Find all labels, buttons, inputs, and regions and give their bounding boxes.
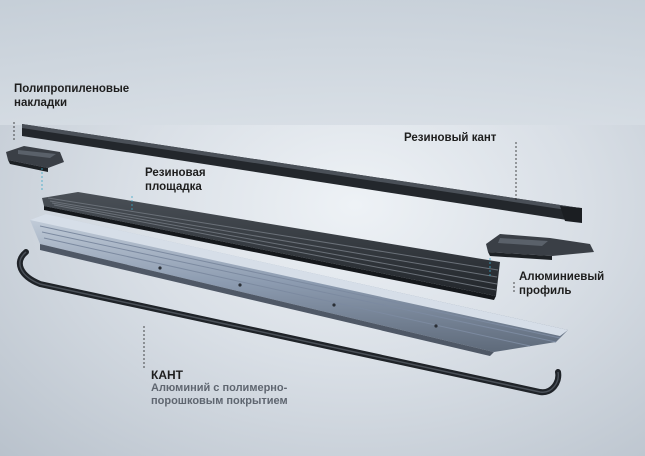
right-polypropylene-cap <box>486 234 594 260</box>
label-aluminum-profile: Алюминиевый профиль <box>519 271 605 297</box>
left-polypropylene-cap <box>6 146 64 172</box>
background-top-band <box>0 0 645 125</box>
label-edge-desc-line2: порошковым покрытием <box>151 395 288 407</box>
label-polypropylene-caps: Полипропиленовые накладки <box>14 83 130 109</box>
bottom-edge-kant <box>16 249 562 396</box>
rubber-edge-strip <box>22 124 582 223</box>
label-edge-desc-line1: Алюминий с полимерно- <box>151 382 288 394</box>
leader-lines <box>13 122 517 368</box>
label-rubber-pad: Резиновая площадка <box>145 167 206 193</box>
label-rubber-edge: Резиновый кант <box>404 132 497 144</box>
label-edge-title: КАНТ <box>151 368 183 382</box>
rubber-pad <box>42 192 500 300</box>
aluminum-profile <box>30 214 568 356</box>
